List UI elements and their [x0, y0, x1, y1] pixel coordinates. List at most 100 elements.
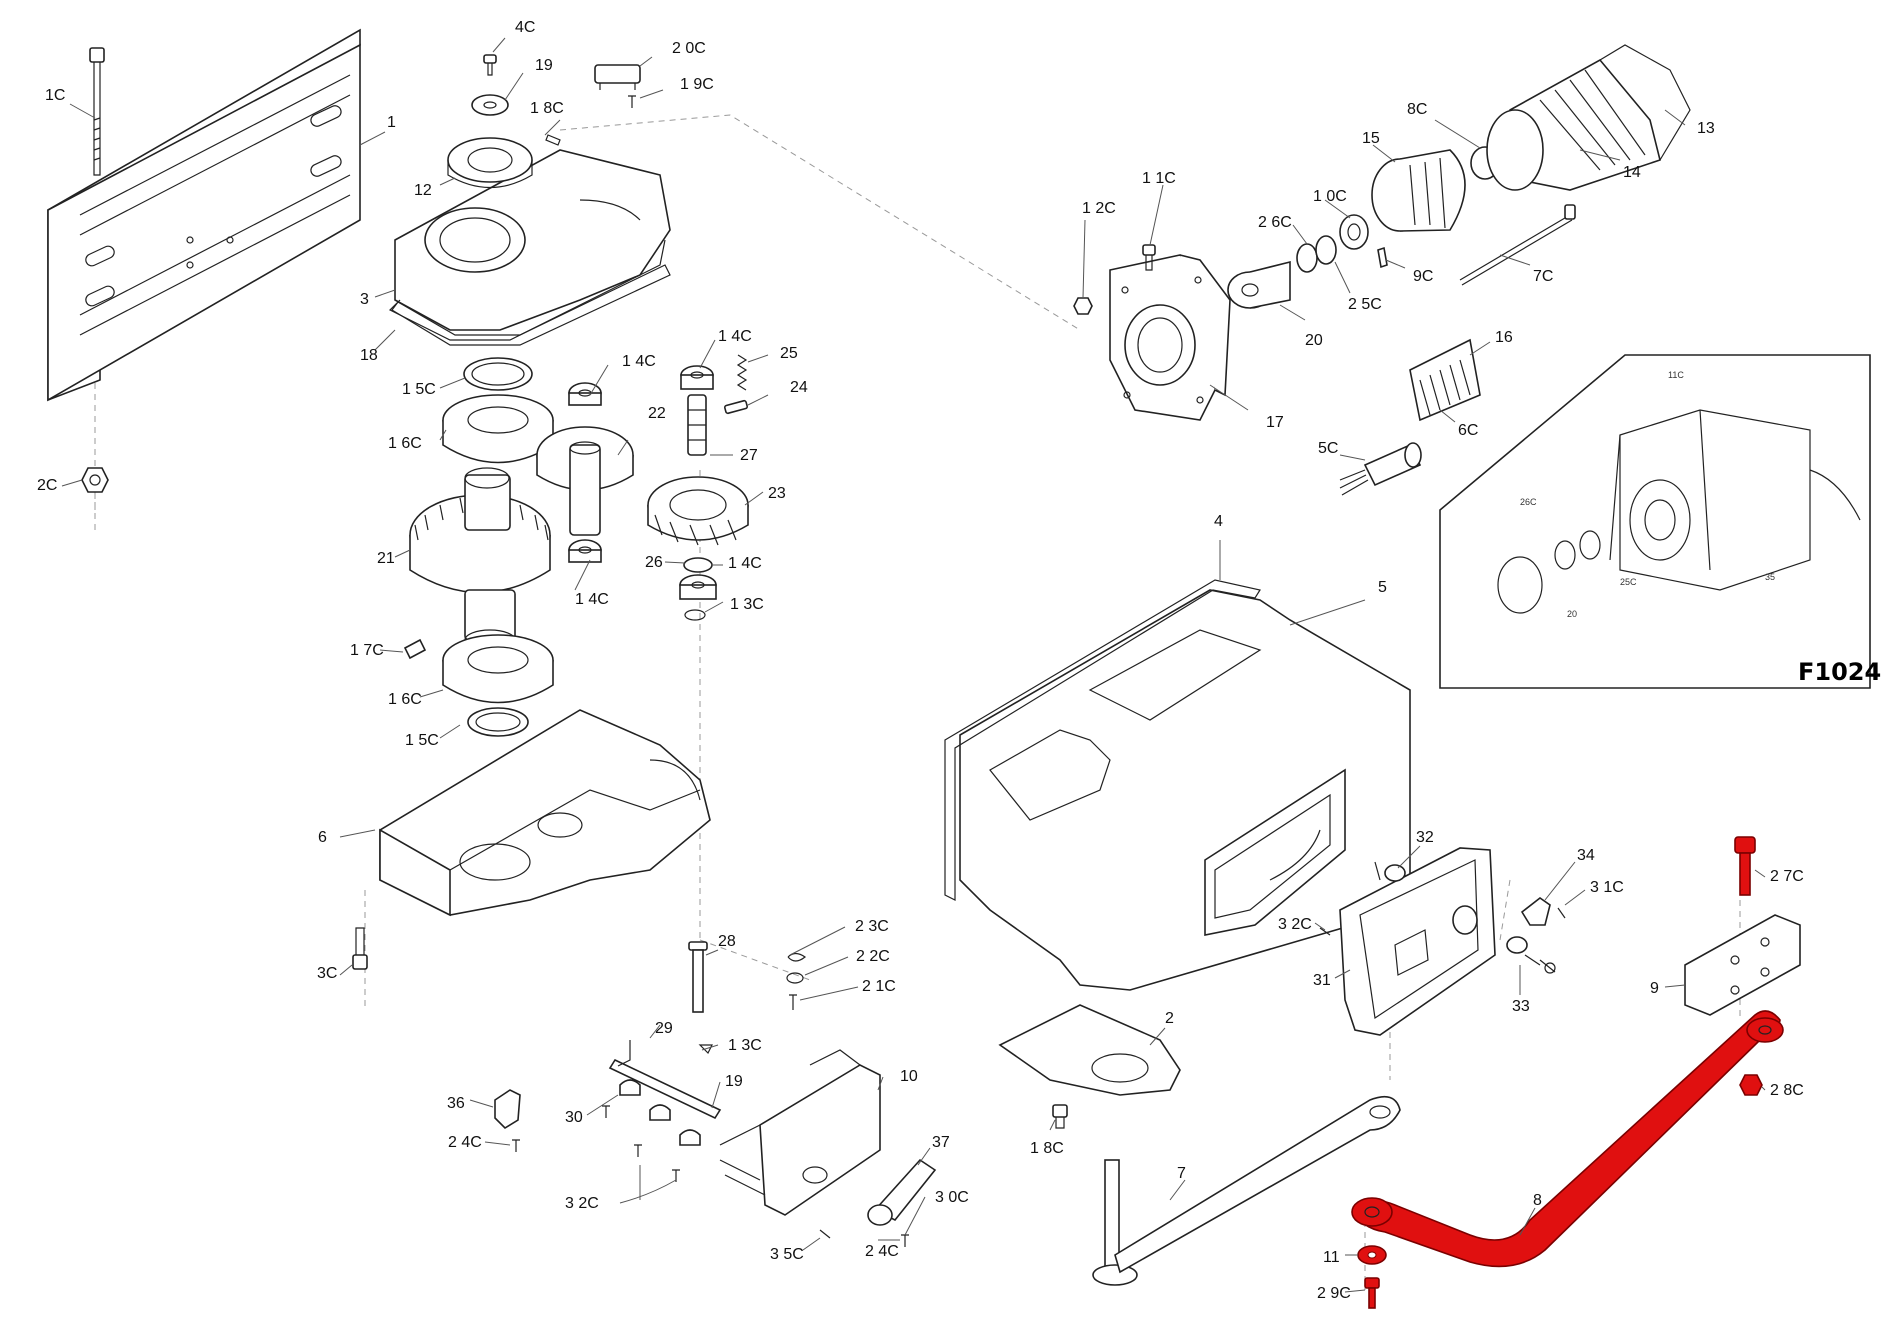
diagram-code: F1024 [1798, 658, 1881, 686]
label-6: 6 [318, 829, 327, 846]
label-14c-c: 1 4C [728, 555, 762, 572]
label-18: 18 [360, 347, 378, 364]
drive-ring [447, 137, 533, 189]
helical-gear [647, 476, 749, 546]
label-9c: 9C [1413, 268, 1433, 285]
small-bearing-c [679, 574, 717, 600]
gland-32 [1374, 861, 1406, 882]
release-lever [867, 1158, 937, 1226]
label-28: 28 [718, 933, 736, 950]
label-36: 36 [447, 1095, 465, 1112]
label-22c: 2 2C [856, 948, 890, 965]
label-34: 34 [1577, 847, 1595, 864]
small-clips [786, 952, 807, 1010]
o-ring-lower [467, 707, 529, 737]
label-33: 33 [1512, 998, 1530, 1015]
label-32: 32 [1416, 829, 1434, 846]
release-shaft [608, 1040, 722, 1120]
leader-lines [61, 37, 1766, 1293]
label-22: 22 [648, 405, 666, 422]
intermediate-gear [536, 426, 634, 536]
inset-label-11c: 11C [1668, 370, 1684, 380]
label-4: 4 [1214, 513, 1223, 530]
label-10c: 1 0C [1313, 188, 1347, 205]
motor-flange [1109, 254, 1231, 421]
main-gear [409, 467, 551, 651]
release-bracket [719, 1049, 881, 1216]
gasket [391, 264, 671, 346]
label-25c: 2 5C [1348, 296, 1382, 313]
label-29c: 2 9C [1317, 1285, 1351, 1302]
pin-28 [688, 941, 708, 1013]
label-12: 12 [414, 182, 432, 199]
label-23: 23 [768, 485, 786, 502]
label-3: 3 [360, 291, 369, 308]
highlighted-bolt-29c [1364, 1277, 1380, 1309]
nut [81, 467, 109, 493]
variant-inset: 11C 26C 25C 20 35 F1024 [1439, 354, 1881, 689]
label-6c: 6C [1458, 422, 1478, 439]
screw-32c [1319, 927, 1331, 936]
label-19c: 1 9C [680, 76, 714, 93]
label-13c: 1 3C [730, 596, 764, 613]
label-7c: 7C [1533, 268, 1553, 285]
bracket-36 [494, 1089, 521, 1130]
label-14c-a: 1 4C [622, 353, 656, 370]
pinion-shaft [680, 365, 714, 456]
inset-label-26c: 26C [1520, 497, 1537, 507]
label-14c-d: 1 4C [575, 591, 609, 608]
inset-label-20: 20 [1567, 609, 1577, 619]
label-8c: 8C [1407, 101, 1427, 118]
small-screw [483, 54, 497, 76]
label-29: 29 [655, 1020, 673, 1037]
label-16c-bottom: 1 6C [388, 691, 422, 708]
shaft-rings [1296, 214, 1369, 273]
long-screw [89, 47, 105, 176]
bolt-3c [352, 927, 368, 970]
label-24: 24 [790, 379, 808, 396]
terminal-block-16 [1409, 338, 1481, 422]
label-32c-right: 3 2C [1278, 916, 1312, 933]
capacitor-5c [1339, 442, 1422, 496]
label-19-top: 19 [535, 57, 553, 74]
key-lock-33 [1506, 936, 1556, 974]
label-24c-right: 2 4C [865, 1243, 899, 1260]
label-37: 37 [932, 1134, 950, 1151]
label-17: 17 [1266, 414, 1284, 431]
label-24c-left: 2 4C [448, 1134, 482, 1151]
label-18c-top: 1 8C [530, 100, 564, 117]
label-32c-left: 3 2C [565, 1195, 599, 1212]
label-11c: 1 1C [1142, 170, 1176, 187]
highlighted-washer-11 [1357, 1245, 1387, 1265]
label-30: 30 [565, 1109, 583, 1126]
label-14: 14 [1623, 164, 1641, 181]
label-10: 10 [900, 1068, 918, 1085]
label-15c-top: 1 5C [402, 381, 436, 398]
washer [471, 94, 509, 116]
label-5c: 5C [1318, 440, 1338, 457]
motor-nut-12c [1073, 297, 1093, 315]
label-13c-lower: 1 3C [728, 1037, 762, 1054]
label-16: 16 [1495, 329, 1513, 346]
highlighted-bolt-27c [1734, 836, 1756, 896]
bolt-18c [1052, 1104, 1068, 1129]
inset-label-25c: 25C [1620, 577, 1637, 587]
spring [736, 354, 748, 391]
label-28c: 2 8C [1770, 1082, 1804, 1099]
bearing-lower [442, 634, 554, 704]
pulley-20 [1227, 260, 1291, 309]
label-26c: 2 6C [1258, 214, 1292, 231]
cover-plate [998, 1004, 1181, 1096]
highlighted-arm-8 [1351, 1010, 1784, 1268]
label-14c-b: 1 4C [718, 328, 752, 345]
stator-14 [1486, 44, 1691, 191]
label-7: 7 [1177, 1165, 1186, 1182]
small-bearing-b [568, 539, 602, 563]
label-2: 2 [1165, 1010, 1174, 1027]
knob-34 [1520, 897, 1551, 926]
label-4c: 4C [515, 19, 535, 36]
motor-cover [944, 579, 1411, 991]
label-19-lower: 19 [725, 1073, 743, 1090]
label-21: 21 [377, 550, 395, 567]
